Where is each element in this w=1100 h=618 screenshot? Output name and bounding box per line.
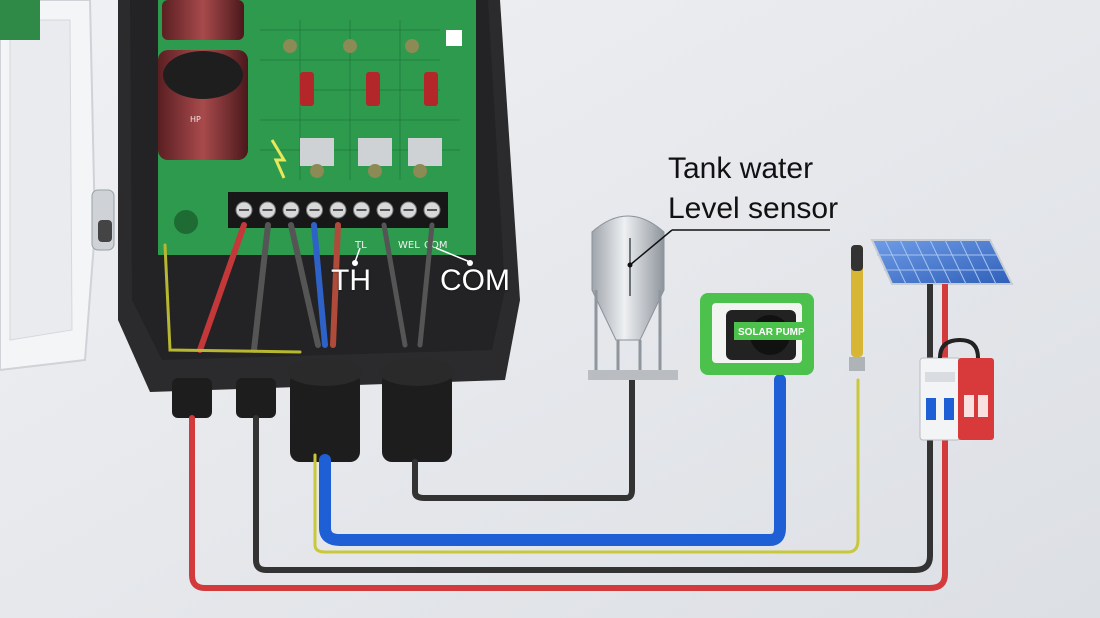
circuit-breaker-icon <box>919 357 961 441</box>
pump-badge: SOLAR PUMP <box>738 327 805 338</box>
board-label-tl: TL <box>354 240 367 251</box>
terminal-com-label: COM <box>440 264 510 297</box>
controller-enclosure: HP TL WEL COM <box>118 0 520 462</box>
pcb-components <box>174 30 462 234</box>
probe-icon <box>849 245 865 371</box>
inner-wires <box>163 222 435 354</box>
board-label-wel: WEL <box>398 240 420 251</box>
qr-code-icon <box>446 30 462 46</box>
cable-glands <box>172 358 455 462</box>
surge-protector-icon <box>938 337 994 440</box>
callout-markers <box>352 247 473 266</box>
enclosure-lid <box>0 0 115 372</box>
board-label-com: COM <box>424 240 447 251</box>
lightning-icon <box>270 139 287 179</box>
capacitor-brand-label: HP <box>190 115 201 124</box>
black-cable <box>253 297 933 573</box>
terminal-th-label: TH <box>331 264 371 297</box>
lid-pcb-corner <box>0 0 40 40</box>
yellow-green-cable <box>313 378 860 554</box>
capacitor-icon: HP <box>158 0 248 160</box>
red-cable <box>189 297 948 591</box>
sensor-label-line2: Level sensor <box>668 192 839 225</box>
blue-pump-cable <box>319 374 786 546</box>
solar-pump-icon: SOLAR PUMP <box>700 293 814 375</box>
sensor-label-line1: Tank water <box>668 152 814 185</box>
solar-panel-icon <box>870 239 1014 360</box>
sensor-cable <box>412 372 635 501</box>
external-cables <box>189 297 948 591</box>
tank-icon <box>588 215 830 380</box>
